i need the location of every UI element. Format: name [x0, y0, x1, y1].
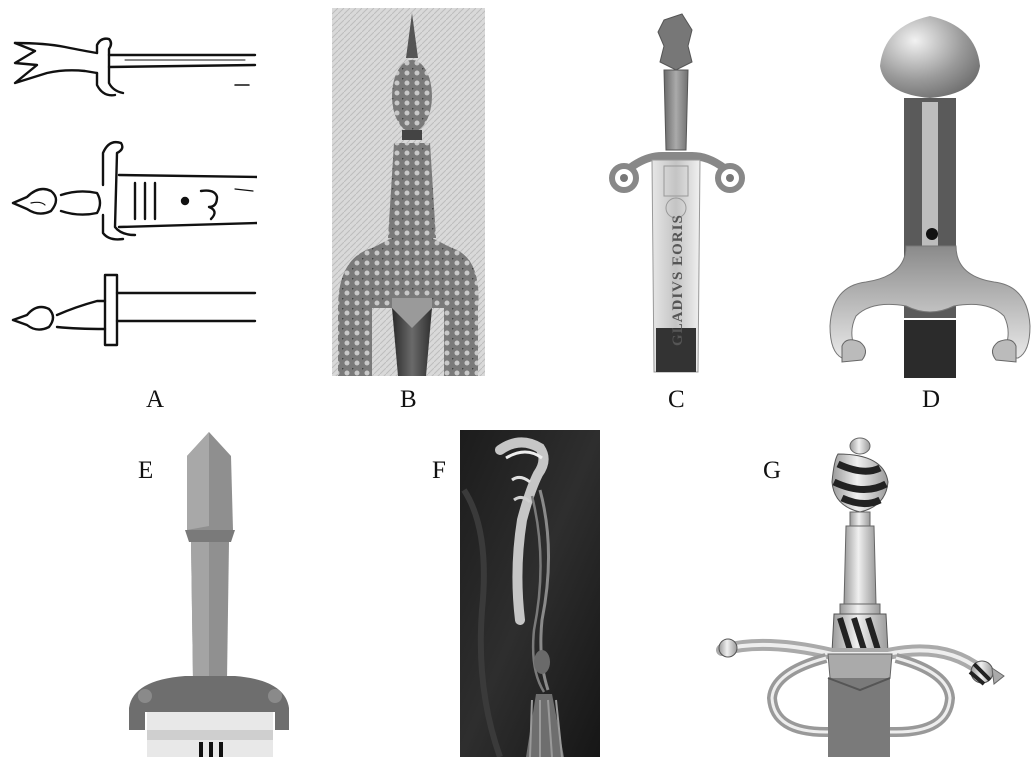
blade-inscription: GLADIVS EORIS	[670, 214, 686, 346]
panel-e-label: E	[138, 458, 153, 483]
panel-d	[826, 6, 1031, 378]
panel-d-image	[826, 6, 1031, 378]
panel-c-image: GLADIVS EORIS	[600, 10, 750, 382]
panel-c: GLADIVS EORIS	[600, 10, 750, 382]
panel-b-label: B	[400, 387, 417, 412]
panel-d-label: D	[922, 387, 940, 412]
panel-g-image	[714, 432, 1010, 757]
panel-c-label: C	[668, 387, 685, 412]
panel-a-drawing	[5, 15, 257, 360]
panel-a-label: A	[146, 387, 164, 412]
panel-f	[460, 430, 600, 757]
panel-g	[714, 432, 1010, 757]
panel-b	[332, 8, 485, 376]
panel-b-image	[332, 8, 485, 376]
panel-f-label: F	[432, 458, 446, 483]
panel-g-label: G	[763, 458, 781, 483]
panel-a	[5, 15, 257, 360]
panel-f-image	[460, 430, 600, 757]
